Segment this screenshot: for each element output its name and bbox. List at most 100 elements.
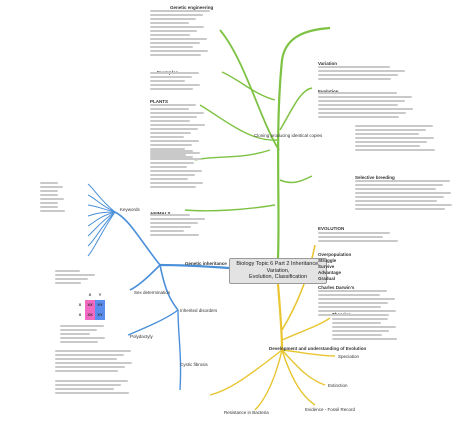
illegible-text-line — [355, 149, 435, 151]
illegible-text-line — [355, 133, 419, 135]
label-cloning[interactable]: Cloning producing identical copies — [254, 133, 323, 138]
illegible-text-line — [355, 188, 436, 190]
illegible-text-line — [318, 310, 396, 312]
punnett-header-1: X — [88, 292, 92, 297]
branch-cloning-left-3 — [199, 104, 278, 141]
key-term-survive: Survive — [318, 264, 335, 269]
illegible-text-line — [150, 182, 203, 184]
central-topic-line1: Biology Topic 6 Part 2 Inheritance, Vari… — [236, 261, 320, 274]
illegible-text-line — [318, 298, 395, 300]
label-inherited-disorders[interactable]: Inherited disorders — [180, 308, 218, 313]
illegible-text-line — [332, 334, 382, 336]
illegible-text-line — [355, 204, 452, 206]
key-term-gradual: Gradual — [318, 276, 336, 281]
note-animals: ANIMALS — [150, 211, 171, 216]
branch-cloning-left-4 — [194, 149, 271, 161]
note-plants: PLANTS — [150, 99, 168, 104]
illegible-text-line — [150, 76, 192, 78]
illegible-text-line — [150, 128, 198, 130]
illegible-text-line — [40, 198, 64, 200]
illegible-text-line — [318, 306, 381, 308]
illegible-text-line — [55, 370, 118, 372]
branch-evolution-left — [209, 349, 283, 396]
branch-cloning-left-5 — [184, 204, 276, 212]
illegible-text-line — [318, 70, 405, 72]
illegible-text-line — [150, 84, 200, 86]
key-term-variation: Variation — [318, 61, 338, 66]
illegible-text-line — [318, 92, 397, 94]
illegible-text-line — [318, 294, 380, 296]
illegible-text-line — [332, 322, 381, 324]
illegible-text-line — [150, 116, 197, 118]
illegible-text-line — [150, 72, 199, 74]
illegible-text-line — [318, 100, 405, 102]
illegible-text-line — [60, 333, 90, 335]
punnett-side-1: X — [78, 302, 82, 307]
label-evolution-development[interactable]: Development and understanding of Evoluti… — [269, 346, 367, 351]
illegible-text-line — [150, 34, 190, 36]
illegible-text-line — [60, 341, 98, 343]
branch-inheritance-keywords — [114, 211, 161, 266]
illegible-text-line — [55, 354, 124, 356]
illegible-text-line — [55, 282, 81, 284]
illegible-text-line — [55, 384, 121, 386]
label-polydactyly[interactable]: Polydactyly — [130, 334, 153, 339]
illegible-text-line — [55, 274, 95, 276]
illegible-text-line — [150, 154, 186, 156]
label-keywords[interactable]: Keywords — [120, 207, 140, 212]
illegible-text-line — [55, 350, 131, 352]
branch-inheritance-trunk — [159, 263, 230, 270]
note-genetic-engineering: Genetic engineering — [170, 5, 214, 10]
branch-evolution-speciation — [281, 349, 336, 357]
note-extinction: Extinction — [328, 383, 348, 388]
note-charles-darwin: Charles Darwin's — [318, 285, 355, 290]
illegible-text-line — [150, 120, 190, 122]
illegible-text-line — [150, 112, 204, 114]
branch-keywords-fan-5 — [87, 211, 116, 227]
branch-inheritance-cf — [177, 309, 182, 391]
branch-keywords-fan-7 — [87, 211, 116, 247]
illegible-text-line — [150, 230, 184, 232]
illegible-text-line — [332, 330, 389, 332]
illegible-text-line — [355, 129, 426, 131]
illegible-text-line — [150, 50, 208, 52]
branch-evolution-extinction — [281, 349, 326, 386]
illegible-text-line — [150, 30, 197, 32]
key-term-evolution: Evolution — [318, 89, 339, 94]
punnett-cell-4: XY — [95, 310, 105, 320]
branch-variation-right — [279, 87, 313, 131]
illegible-text-line — [150, 80, 185, 82]
punnett-cell-2: XY — [95, 300, 105, 310]
illegible-text-line — [355, 208, 445, 210]
punnett-side-2: X — [78, 312, 82, 317]
illegible-text-line — [150, 158, 201, 160]
illegible-text-line — [318, 116, 399, 118]
branch-inheritance-disorders — [159, 264, 179, 311]
label-genetic-inheritance[interactable]: Genetic inheritance — [185, 261, 227, 266]
branch-variation-trunk — [276, 26, 331, 259]
illegible-text-line — [40, 206, 58, 208]
illegible-text-line — [55, 366, 125, 368]
illegible-text-line — [150, 18, 196, 20]
punnett-cell-3: XX — [85, 310, 95, 320]
illegible-text-line — [150, 136, 184, 138]
label-sex-determination[interactable]: Sex determination — [134, 290, 171, 295]
illegible-text-line — [150, 132, 191, 134]
punnett-square: X Y X X XX XY XX XY — [75, 290, 105, 320]
label-cystic-fibrosis[interactable]: Cystic fibrosis — [180, 362, 208, 367]
branch-keywords-fan-8 — [87, 211, 116, 257]
illegible-text-line — [355, 137, 434, 139]
illegible-text-line — [332, 326, 396, 328]
illegible-text-line — [150, 14, 203, 16]
illegible-text-line — [318, 108, 413, 110]
central-topic[interactable]: Biology Topic 6 Part 2 Inheritance, Vari… — [229, 258, 327, 284]
illegible-text-line — [150, 42, 200, 44]
key-term-struggle: Struggle — [318, 258, 337, 263]
branch-keywords-fan-3 — [87, 204, 116, 213]
branch-cloning-left — [219, 29, 280, 151]
illegible-text-line — [355, 196, 444, 198]
punnett-header-2: Y — [98, 292, 102, 297]
illegible-text-line — [150, 148, 185, 150]
illegible-text-line — [355, 141, 427, 143]
illegible-text-line — [55, 358, 117, 360]
